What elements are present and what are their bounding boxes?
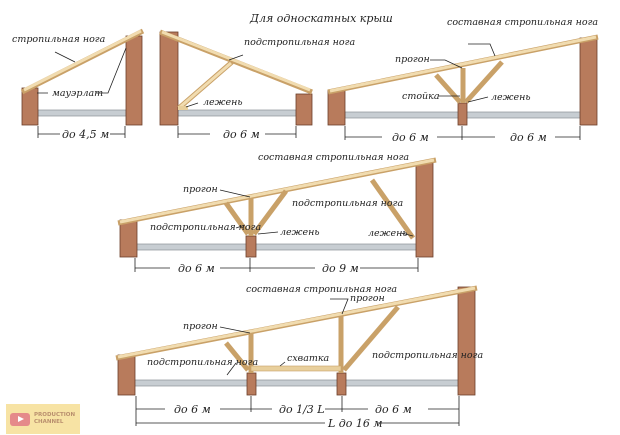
wall-right <box>295 93 313 126</box>
tie-beam <box>250 365 342 372</box>
diagram-2: подстропильная нога лежень до 6 м <box>159 29 355 141</box>
label-post: стойка <box>402 91 440 102</box>
label-rafter: составная стропильная нога <box>258 152 409 163</box>
leader <box>54 51 76 63</box>
span1-label: до 6 м <box>174 403 211 416</box>
span2-label: до 1/3 L <box>279 403 325 416</box>
play-icon <box>10 412 30 426</box>
label-bed1: лежень <box>280 227 320 238</box>
label-rafter: составная стропильная нога <box>246 284 397 295</box>
span1-label: до 6 м <box>178 262 215 275</box>
label-strut1: подстропильная нога <box>150 222 261 233</box>
label-tie: схватка <box>287 353 330 364</box>
floor-beam <box>37 109 127 117</box>
diagram-5: составная стропильная нога прогон прогон… <box>115 284 483 430</box>
label-bed: лежень <box>491 92 531 103</box>
wall-left <box>159 31 179 126</box>
label-strut2: подстропильная нога <box>372 350 483 361</box>
diagram-title: Для односкатных крыш <box>249 12 393 25</box>
watermark-line2: CHANNEL <box>34 419 64 425</box>
span-label: до 6 м <box>223 128 260 141</box>
label-bed: лежень <box>203 97 243 108</box>
label-purlin: прогон <box>395 54 430 65</box>
label-bed2: лежень <box>368 228 408 239</box>
label-purlin2: прогон <box>350 293 385 304</box>
total-span-label: L до 16 м <box>327 417 383 430</box>
label-strut: подстропильная нога <box>244 37 355 48</box>
label-strut2: подстропильная нога <box>292 198 403 209</box>
diagram-4: составная стропильная нога прогон подстр… <box>117 152 437 275</box>
bed <box>178 106 188 110</box>
span-label: до 4,5 м <box>62 128 109 141</box>
label-rafter: стропильная нога <box>12 34 106 45</box>
label-mauerlat: мауэрлат <box>52 88 103 99</box>
label-strut1: подстропильная нога <box>147 357 258 368</box>
diagram-1: стропильная нога мауэрлат до 4,5 м <box>12 28 145 141</box>
label-rafter: составная стропильная нога <box>447 17 598 28</box>
watermark-line1: PRODUCTION <box>34 412 76 418</box>
span2-label: до 9 м <box>322 262 359 275</box>
label-purlin1: прогон <box>183 321 218 332</box>
label-purlin: прогон <box>183 184 218 195</box>
span2-label: до 6 м <box>510 131 547 144</box>
span3-label: до 6 м <box>375 403 412 416</box>
diagram-3: составная стропильная нога прогон стойка… <box>327 17 599 144</box>
wall-right <box>125 35 143 126</box>
span1-label: до 6 м <box>392 131 429 144</box>
